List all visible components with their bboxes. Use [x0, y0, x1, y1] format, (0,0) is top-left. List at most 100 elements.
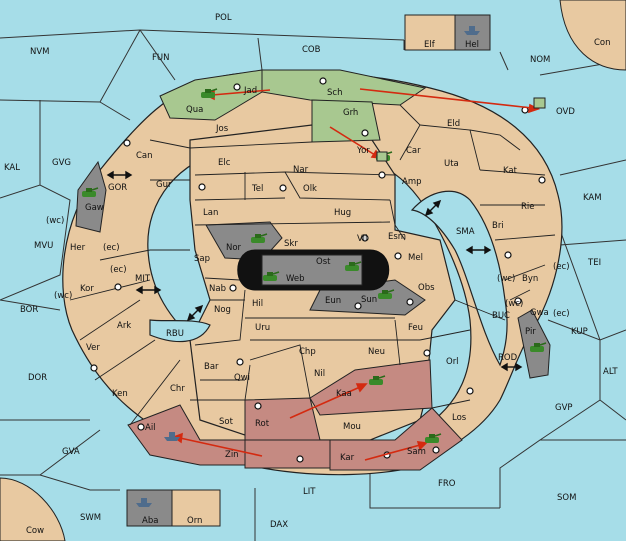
supply-center-gwa: [514, 297, 522, 305]
arrow-head: [500, 362, 508, 372]
province-label-ail: Ail: [145, 423, 156, 433]
sea-label-bor: BOR: [20, 305, 38, 315]
sea-label-fun: FUN: [152, 53, 169, 63]
province-label-esm: Esm: [388, 232, 406, 242]
province-border: [419, 329, 471, 341]
sea-label-cob: COB: [302, 45, 321, 55]
province-label-jad: Jad: [243, 86, 257, 96]
province-area-central: [261, 254, 363, 286]
supply-center-zin: [296, 455, 304, 463]
sea-border: [0, 184, 71, 301]
province-labels: Jad Qua Sch Grh Jos Can Elc Nar Yor Car …: [70, 40, 549, 526]
province-label-nar: Nar: [293, 165, 309, 175]
move-arrow-grh-yor: [329, 126, 376, 156]
unit-marker-ovd: [533, 97, 546, 109]
sea-label-nom: NOM: [530, 55, 550, 65]
supply-center-grh: [361, 129, 369, 137]
province-border: [284, 171, 396, 176]
province-border: [431, 399, 471, 409]
province-label-eld: Eld: [447, 119, 460, 129]
supply-center-ver: [90, 364, 98, 372]
move-arrow-kar-sam: [364, 444, 421, 461]
province-label-kor: Kor: [80, 284, 94, 294]
province-label-lan: Lan: [203, 208, 218, 218]
army-unit: [369, 375, 386, 385]
sea-label-kam: KAM: [583, 193, 602, 203]
supply-center-sch: [319, 77, 327, 85]
supply-center-sam: [432, 446, 440, 454]
unit-marker-yor: [376, 151, 388, 162]
province-border: [99, 249, 151, 261]
province-border: [244, 364, 251, 401]
supply-center-eun: [354, 302, 362, 310]
supply-center-obs: [406, 298, 414, 306]
province-label-rot: Rot: [255, 419, 270, 429]
province-border: [79, 299, 141, 341]
province-border: [69, 279, 151, 301]
two-way-markers: [106, 170, 523, 372]
province-label-mou: Mou: [343, 422, 361, 432]
sea-border: [257, 37, 263, 71]
supply-center-ail: [137, 423, 145, 431]
sea-label-dax: DAX: [270, 520, 288, 530]
move-arrow-zin-ail: [179, 437, 263, 457]
sea-label-gvg: GVG: [52, 158, 71, 168]
supply-center-vil: [361, 234, 369, 242]
province-box-orn: [171, 489, 221, 527]
arrow-head: [424, 207, 434, 217]
sea-label-gva: GVA: [62, 447, 80, 457]
arrow-head: [484, 245, 492, 255]
supply-center-jad: [233, 83, 241, 91]
province-label-web: Web: [286, 274, 305, 284]
province-label-qwi: Qwi: [234, 373, 250, 383]
province-border: [149, 139, 191, 149]
province-border: [249, 344, 311, 399]
province-label-rie: Rie: [521, 202, 535, 212]
army-unit: [251, 233, 268, 243]
move-arrow-sch-ovd: [359, 88, 533, 109]
sea-border: [139, 29, 176, 81]
province-label-kaa: Kaa: [336, 389, 352, 399]
sea-label-swm: SWM: [80, 513, 101, 523]
sea-label-con: Con: [594, 38, 611, 48]
sea-label-ovd: OVD: [556, 107, 575, 117]
coast-tag-her-wc: (wc): [46, 216, 64, 226]
move-arrow-jad-qua: [211, 89, 271, 96]
province-area-kar-sam: [329, 407, 463, 471]
army-unit: [378, 289, 395, 299]
province-border: [504, 264, 546, 281]
province-label-uta: Uta: [444, 159, 459, 169]
sea-label-dor: DOR: [28, 373, 47, 383]
province-label-los: Los: [452, 413, 467, 423]
province-label-ost: Ost: [316, 257, 331, 267]
province-border: [394, 319, 401, 366]
sea-label-nvm: NVM: [30, 47, 50, 57]
province-label-byn: Byn: [522, 274, 538, 284]
province-label-jos: Jos: [215, 124, 229, 134]
sea-label-gor: GOR: [108, 183, 127, 193]
arrow-head: [154, 285, 162, 295]
province-label-pir: Pir: [525, 327, 536, 337]
arrow-head: [194, 304, 204, 314]
province-border: [189, 141, 313, 149]
province-label-sun: Sun: [361, 295, 377, 305]
province-border: [469, 129, 521, 151]
army-unit: [263, 271, 280, 281]
supply-center-rot: [254, 402, 262, 410]
sea-label-gvp: GVP: [555, 403, 573, 413]
arrow-head: [135, 285, 143, 295]
coast-tag-byn-wc: (wc): [497, 274, 515, 284]
province-label-sch: Sch: [327, 88, 342, 98]
province-border: [94, 339, 156, 381]
province-border: [194, 221, 391, 226]
province-label-hil: Hil: [252, 299, 263, 309]
army-unit: [201, 88, 218, 98]
sea-label-tei: TEI: [587, 258, 601, 268]
province-label-nor: Nor: [226, 243, 242, 253]
supply-center-yor: [378, 171, 386, 179]
sea-border: [559, 159, 626, 176]
province-border: [204, 277, 241, 281]
province-label-hug: Hug: [334, 208, 351, 218]
sea-label-pol: POL: [215, 13, 232, 23]
